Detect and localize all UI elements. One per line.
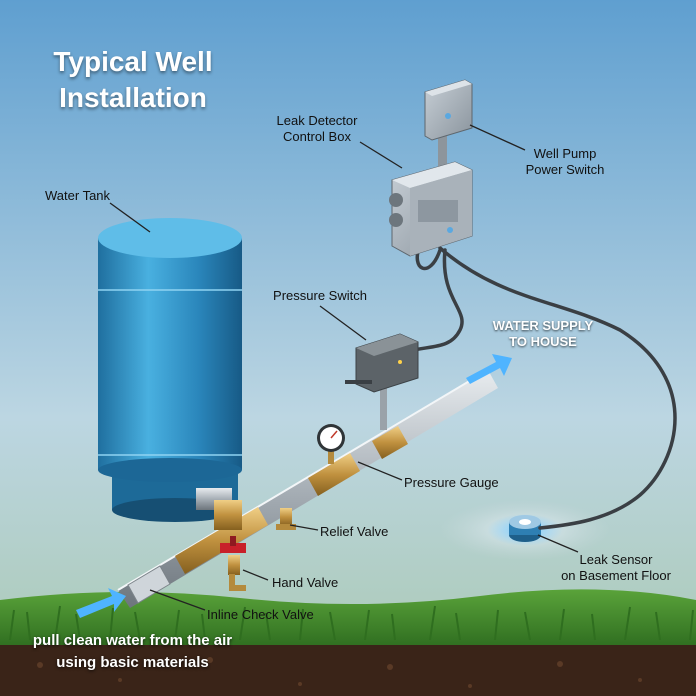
label-leak-sensor: Leak Sensor on Basement Floor (546, 552, 686, 584)
label-well-pump-line-1: Well Pump (533, 146, 597, 161)
title-line-2: Installation (59, 82, 207, 113)
label-well-pump-switch: Well Pump Power Switch (510, 146, 620, 178)
relief-valve (276, 508, 296, 530)
label-well-pump-line-2: Power Switch (525, 162, 605, 177)
label-relief-valve: Relief Valve (320, 524, 389, 539)
well-pump-power-switch (424, 79, 473, 180)
label-leak-sensor-line-1: Leak Sensor (579, 552, 653, 567)
label-leak-detector-line-2: Control Box (283, 129, 351, 144)
grass-blades (9, 605, 694, 641)
label-pressure-gauge: Pressure Gauge (404, 475, 499, 490)
leak-detector-control-box (389, 161, 473, 257)
flow-arrow-in (76, 588, 126, 618)
caption: pull clean water from the air using basi… (0, 630, 265, 674)
label-leak-sensor-line-2: on Basement Floor (561, 568, 671, 583)
water-tank (98, 218, 242, 522)
soil-band (0, 645, 696, 696)
label-leak-detector: Leak Detector Control Box (262, 113, 372, 145)
pressure-gauge (317, 424, 345, 464)
main-pipe (117, 369, 498, 608)
label-water-supply-line-2: TO HOUSE (509, 334, 577, 349)
label-pressure-switch: Pressure Switch (273, 288, 367, 303)
soil-texture (37, 657, 642, 688)
label-hand-valve: Hand Valve (272, 575, 339, 590)
label-leak-detector-line-1: Leak Detector (276, 113, 358, 128)
leader-lines (109, 124, 579, 611)
grass-band (0, 589, 696, 650)
leak-sensor (509, 515, 541, 542)
pressure-switch (345, 333, 419, 430)
page-title: Typical Well Installation (18, 44, 248, 116)
title-line-1: Typical Well (53, 46, 213, 77)
inline-check-valve (127, 565, 171, 604)
label-water-supply-line-1: WATER SUPPLY (492, 318, 594, 333)
flow-arrow-out (466, 354, 512, 384)
caption-line-2: using basic materials (56, 654, 209, 671)
caption-line-1: pull clean water from the air (32, 632, 233, 649)
hand-valve (220, 536, 246, 591)
label-water-supply: WATER SUPPLY TO HOUSE (478, 318, 608, 350)
label-inline-check-valve: Inline Check Valve (207, 607, 314, 622)
label-water-tank: Water Tank (45, 188, 111, 203)
